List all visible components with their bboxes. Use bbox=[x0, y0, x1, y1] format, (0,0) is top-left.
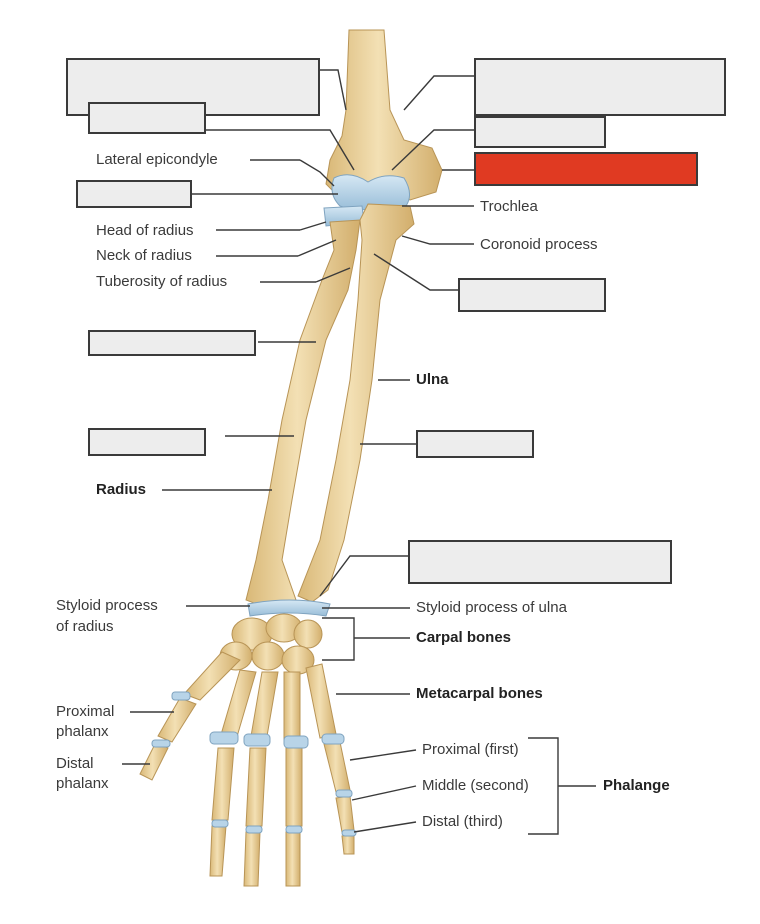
label-proximal-first: Proximal (first) bbox=[422, 741, 519, 758]
label-carpal-bones: Carpal bones bbox=[416, 629, 512, 646]
humerus-bone bbox=[325, 29, 443, 201]
answer-box-2[interactable] bbox=[88, 102, 206, 134]
label-ulna: Ulna bbox=[416, 371, 449, 388]
answer-box-4[interactable] bbox=[88, 330, 256, 356]
finger-phalanges bbox=[209, 741, 355, 887]
answer-box-7[interactable] bbox=[474, 116, 606, 148]
label-radius: Radius bbox=[96, 481, 147, 498]
label-proximal-phalanx-2: phalanx bbox=[56, 723, 109, 740]
label-styloid-process-of-radius-1: Styloid process bbox=[56, 597, 158, 614]
carpal-bones-group bbox=[219, 613, 323, 675]
answer-box-5[interactable] bbox=[88, 428, 206, 456]
label-styloid-process-of-ulna: Styloid process of ulna bbox=[416, 599, 567, 616]
label-head-of-radius: Head of radius bbox=[96, 222, 194, 239]
answer-box-3[interactable] bbox=[76, 180, 192, 208]
metacarpal-bones-group bbox=[183, 651, 337, 743]
wrist-cartilage bbox=[247, 599, 331, 617]
finger-joint-cartilage bbox=[151, 691, 357, 837]
thumb-phalanges bbox=[139, 697, 197, 781]
label-distal-phalanx-2: phalanx bbox=[56, 775, 109, 792]
label-distal-phalanx-1: Distal bbox=[56, 755, 94, 772]
label-phalanges: Phalange bbox=[603, 777, 670, 794]
answer-box-9[interactable] bbox=[416, 430, 534, 458]
label-middle-second: Middle (second) bbox=[422, 777, 529, 794]
label-tuberosity-of-radius: Tuberosity of radius bbox=[96, 273, 228, 290]
label-trochlea: Trochlea bbox=[480, 198, 538, 215]
label-proximal-phalanx-1: Proximal bbox=[56, 703, 115, 720]
radius-bone bbox=[245, 219, 361, 607]
answer-box-highlighted[interactable] bbox=[474, 152, 698, 186]
ulna-bone bbox=[297, 203, 415, 603]
label-styloid-process-of-radius-2: of radius bbox=[56, 618, 114, 635]
label-distal-third: Distal (third) bbox=[422, 813, 503, 830]
answer-box-8[interactable] bbox=[458, 278, 606, 312]
answer-box-6[interactable] bbox=[474, 58, 726, 116]
label-coronoid-process: Coronoid process bbox=[480, 236, 598, 253]
label-lateral-epicondyle: Lateral epicondyle bbox=[96, 151, 218, 168]
label-metacarpal-bones: Metacarpal bones bbox=[416, 685, 543, 702]
answer-box-10[interactable] bbox=[408, 540, 672, 584]
leader-lines bbox=[122, 69, 596, 835]
label-neck-of-radius: Neck of radius bbox=[96, 247, 192, 264]
